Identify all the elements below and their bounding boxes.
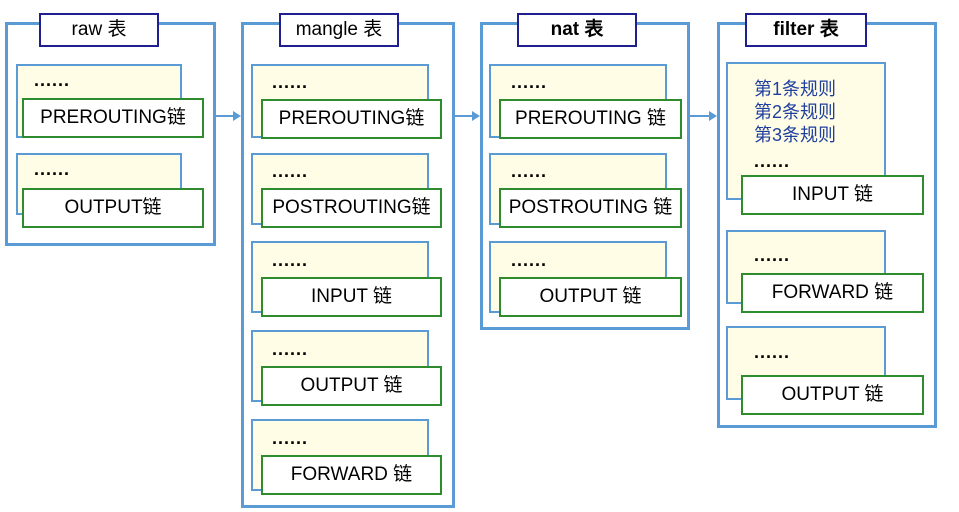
nat-prerouting-chain: PREROUTING 链 [499,99,682,139]
filter-rule-1: 第1条规则 [754,79,837,99]
nat-postrouting-dots: ...... [511,161,548,181]
nat-output-dots: ...... [511,250,548,270]
arrow-nat-to-filter [690,111,717,121]
filter-output-chain: OUTPUT 链 [741,375,924,415]
filter-input-dots: ...... [754,151,791,171]
mangle-output-chain: OUTPUT 链 [261,366,442,406]
filter-input-chain: INPUT 链 [741,175,924,215]
filter-table-label: filter 表 [745,13,867,47]
nat-table-label: nat 表 [517,13,637,47]
mangle-input-chain: INPUT 链 [261,277,442,317]
filter-rule-3: 第3条规则 [754,125,837,145]
mangle-forward-dots: ...... [272,428,309,448]
nat-postrouting-chain: POSTROUTING 链 [499,188,682,228]
mangle-input-dots: ...... [272,250,309,270]
filter-forward-dots: ...... [754,245,791,265]
mangle-prerouting-dots: ...... [272,72,309,92]
arrow-mangle-to-nat [455,111,480,121]
nat-output-chain: OUTPUT 链 [499,277,682,317]
filter-output-dots: ...... [754,342,791,362]
filter-forward-chain: FORWARD 链 [741,273,924,313]
raw-output-dots: ...... [34,159,71,179]
mangle-prerouting-chain: PREROUTING链 [261,99,442,139]
raw-output-chain: OUTPUT链 [22,188,204,228]
raw-table-label: raw 表 [39,13,159,47]
raw-prerouting-chain: PREROUTING链 [22,98,204,138]
raw-prerouting-dots: ...... [34,70,71,90]
filter-rule-2: 第2条规则 [754,102,837,122]
nat-prerouting-dots: ...... [511,72,548,92]
mangle-output-dots: ...... [272,339,309,359]
mangle-table-label: mangle 表 [279,13,399,47]
mangle-postrouting-chain: POSTROUTING链 [261,188,442,228]
mangle-forward-chain: FORWARD 链 [261,455,442,495]
arrow-raw-to-mangle [216,111,241,121]
mangle-postrouting-dots: ...... [272,161,309,181]
